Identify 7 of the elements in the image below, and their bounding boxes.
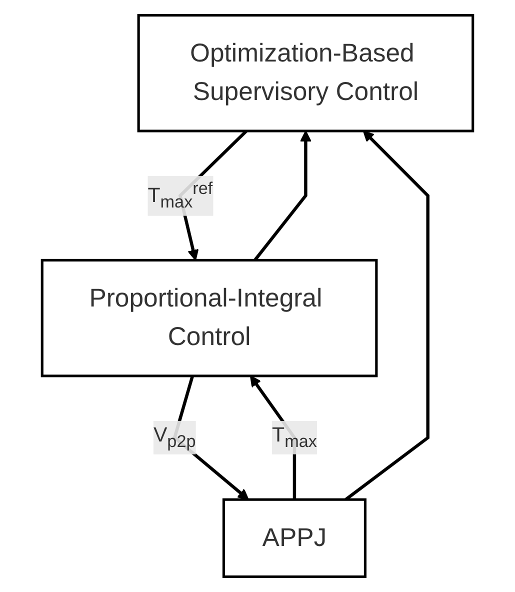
- node-box: Proportional-Integral Control: [40, 258, 378, 378]
- arrow: [344, 130, 430, 501]
- node-box: APPJ: [222, 498, 366, 578]
- edge-label: T$_{max}$: [272, 424, 317, 451]
- node-box: Optimization-Based Supervisory Control: [137, 14, 474, 132]
- arrow: [254, 130, 312, 262]
- edge-label: V$_{p2p}$: [153, 424, 196, 451]
